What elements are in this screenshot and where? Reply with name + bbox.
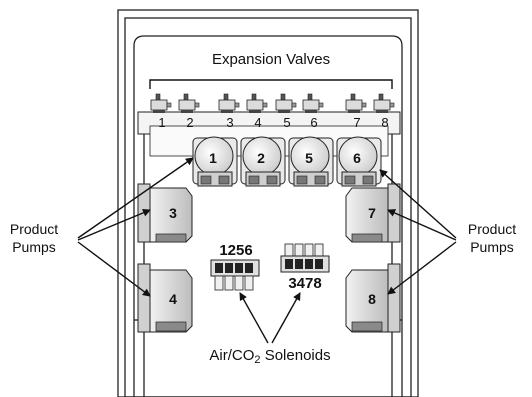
solenoid-bank-3478: 3478 [280,243,330,292]
solenoid-arrows [239,292,301,344]
expansion-valve-4 [246,93,268,113]
product-pumps-right-label-line2: Pumps [470,239,514,255]
expansion-valve-6 [302,93,324,113]
arrow-to-pump-7 [387,209,457,241]
expansion-valve-5 [275,93,297,113]
side-pump-8: 8 [345,263,401,333]
side-pump-8-number: 8 [368,291,376,307]
top-pump-2-number: 2 [257,150,265,166]
arrow-to-pump-8 [387,241,457,295]
solenoid-label-backdrop [186,343,354,367]
valve-number-5: 5 [283,115,290,130]
top-pump-1-number: 1 [209,150,217,166]
top-pump-6-number: 6 [353,150,361,166]
solenoid-bank-1256: 1256 [210,242,260,291]
top-pump-5: 5 [288,136,334,187]
arrow-to-pump-3 [77,209,151,241]
arrow-to-solenoid-3478 [271,292,301,344]
product-pumps-left-label-line2: Pumps [12,239,56,255]
side-pump-3-number: 3 [169,205,177,221]
solenoids-label: Air/CO2 Solenoids [209,347,330,366]
expansion-valve-7 [345,93,367,113]
product-pumps-left-label-line1: Product [10,221,58,237]
left-pump-arrows [77,157,194,297]
solenoids-label-subscript: 2 [254,354,260,366]
top-pump-5-number: 5 [305,150,313,166]
top-pump-6: 6 [336,136,382,187]
product-pumps-right-label-line1: Product [468,221,516,237]
side-pump-4: 4 [137,263,193,333]
valve-number-1: 1 [158,115,165,130]
arrow-to-pump-4 [77,241,151,297]
valve-number-3: 3 [226,115,233,130]
expansion-valve-2 [178,93,200,113]
top-pump-1: 1 [192,136,238,187]
expansion-valve-3 [218,93,240,113]
side-pump-7-number: 7 [368,205,376,221]
valve-number-8: 8 [381,115,388,130]
solenoids-label-suffix: Solenoids [261,347,331,364]
arrow-to-pump-6 [379,169,457,239]
valve-number-7: 7 [353,115,360,130]
expansion-valve-bodies [150,93,395,113]
right-pump-arrows [379,169,457,295]
expansion-valve-1 [150,93,172,113]
top-pump-2: 2 [240,136,286,187]
side-pump-4-number: 4 [169,291,177,307]
solenoid-bank-3478-label: 3478 [288,275,321,292]
solenoids-label-prefix: Air/CO [209,347,254,364]
arrow-to-solenoid-1256 [239,292,269,344]
valve-number-6: 6 [310,115,317,130]
valve-number-row: 1 2 3 4 5 6 7 8 [158,115,388,130]
side-pump-3: 3 [137,183,193,243]
valve-number-2: 2 [186,115,193,130]
arrow-to-pump-1 [77,157,194,239]
expansion-valve-8 [373,93,395,113]
expansion-valves-label: Expansion Valves [212,51,330,68]
expansion-valves-bracket [149,79,393,89]
valve-number-4: 4 [254,115,261,130]
side-pump-7: 7 [345,183,401,243]
solenoid-bank-1256-label: 1256 [219,242,252,259]
